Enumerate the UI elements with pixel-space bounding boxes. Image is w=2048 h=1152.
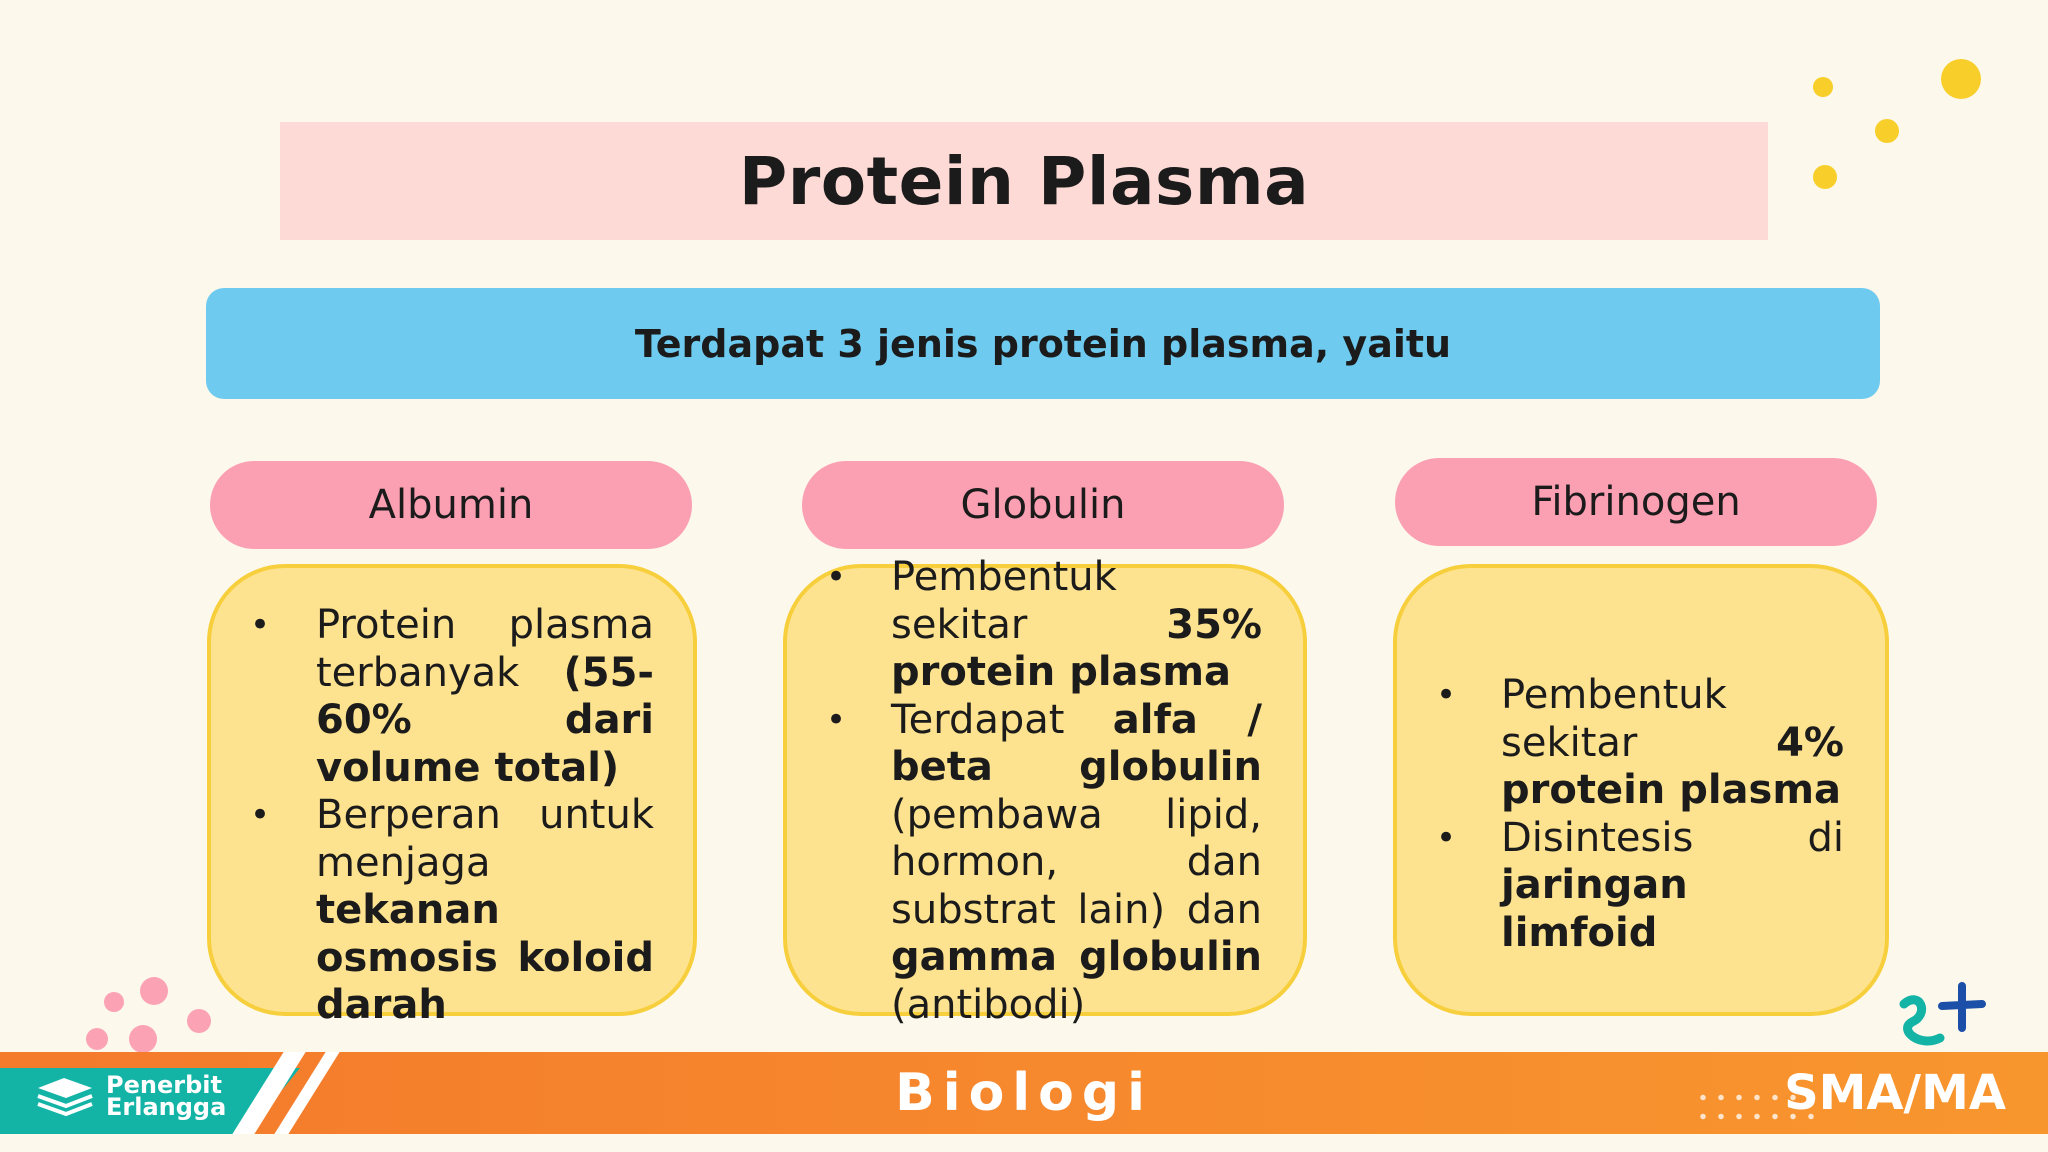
albumin-content: Protein plasma terbanyak (55-60% dari vo…	[210, 602, 654, 1030]
bullet-bold-text: jaringan limfoid	[1501, 862, 1688, 956]
bullet-bold-text: (55-60% dari volume total)	[316, 649, 654, 791]
decor-dot	[140, 977, 168, 1005]
bullet-item: Terdapat alfa / beta globulin (pembawa l…	[784, 697, 1262, 1030]
bullet-bold-text: 35% protein plasma	[891, 601, 1262, 696]
footer-subject: Biologi	[0, 1052, 2048, 1134]
bullet-text: Berperan untuk menjaga	[316, 792, 654, 886]
decor-dot	[1813, 77, 1833, 97]
decor-dot	[104, 992, 124, 1012]
footer-subject-label: Biologi	[895, 1063, 1153, 1123]
bullet-bold-text: gamma globulin	[891, 934, 1262, 980]
page-title: Protein Plasma	[738, 142, 1310, 220]
fibrinogen-content: Pembentuk sekitar 4% protein plasmaDisin…	[1392, 672, 1844, 957]
decor-dot	[1813, 165, 1837, 189]
globulin-bullet-list: Pembentuk sekitar 35% protein plasmaTerd…	[784, 554, 1262, 1029]
bullet-item: Disintesis di jaringan limfoid	[1392, 815, 1844, 958]
bullet-text: (pembawa lipid, hormon, dan substrat lai…	[891, 791, 1262, 933]
bullet-text: (antibodi)	[891, 981, 1086, 1028]
globulin-content: Pembentuk sekitar 35% protein plasmaTerd…	[784, 554, 1262, 1029]
bullet-text: Pembentuk sekitar	[891, 554, 1167, 648]
footer-level-label: SMA/MA	[1784, 1065, 2006, 1121]
albumin-header-label: Albumin	[368, 482, 534, 528]
decor-dot	[86, 1028, 108, 1050]
fibrinogen-header-label: Fibrinogen	[1531, 479, 1741, 525]
bullet-text: Pembentuk sekitar	[1501, 672, 1777, 766]
publisher-logo: Penerbit Erlangga	[34, 1071, 227, 1121]
bullet-item: Pembentuk sekitar 4% protein plasma	[1392, 672, 1844, 815]
fibrinogen-header: Fibrinogen	[1395, 458, 1877, 546]
decor-dot	[187, 1009, 211, 1033]
decor-dot	[1941, 59, 1981, 99]
book-stack-icon	[37, 1078, 93, 1117]
publisher-line-2: Erlangga	[106, 1093, 227, 1121]
bullet-bold-text: tekanan osmosis koloid darah	[316, 887, 654, 1028]
globulin-header: Globulin	[802, 461, 1284, 549]
albumin-header: Albumin	[210, 461, 692, 549]
bullet-bold-text: alfa / beta globulin	[891, 696, 1262, 791]
footer-level: SMA/MA	[1784, 1056, 2006, 1130]
plus-icon	[1938, 982, 1986, 1032]
publisher-name: Penerbit Erlangga	[106, 1071, 227, 1121]
subtitle-banner: Terdapat 3 jenis protein plasma, yaitu	[206, 288, 1880, 399]
bullet-text: Terdapat	[891, 696, 1113, 743]
bullet-item: Pembentuk sekitar 35% protein plasma	[784, 554, 1262, 697]
squiggle-icon	[1899, 995, 1945, 1046]
bullet-text: Disintesis di	[1501, 814, 1844, 861]
bullet-text: Protein plasma terbanyak	[316, 602, 654, 696]
fibrinogen-bullet-list: Pembentuk sekitar 4% protein plasmaDisin…	[1392, 672, 1844, 957]
footer-dot-pattern	[1694, 1088, 1824, 1126]
globulin-header-label: Globulin	[960, 482, 1126, 528]
bullet-item: Protein plasma terbanyak (55-60% dari vo…	[210, 602, 654, 792]
decor-dot	[1875, 119, 1899, 143]
bullet-bold-text: 4% protein plasma	[1501, 719, 1844, 814]
title-banner: Protein Plasma	[280, 122, 1768, 240]
bullet-item: Berperan untuk menjaga tekanan osmosis k…	[210, 792, 654, 1030]
decor-dot	[129, 1025, 157, 1053]
albumin-bullet-list: Protein plasma terbanyak (55-60% dari vo…	[210, 602, 654, 1030]
publisher-line-1: Penerbit	[106, 1071, 222, 1099]
page-subtitle: Terdapat 3 jenis protein plasma, yaitu	[634, 321, 1452, 366]
